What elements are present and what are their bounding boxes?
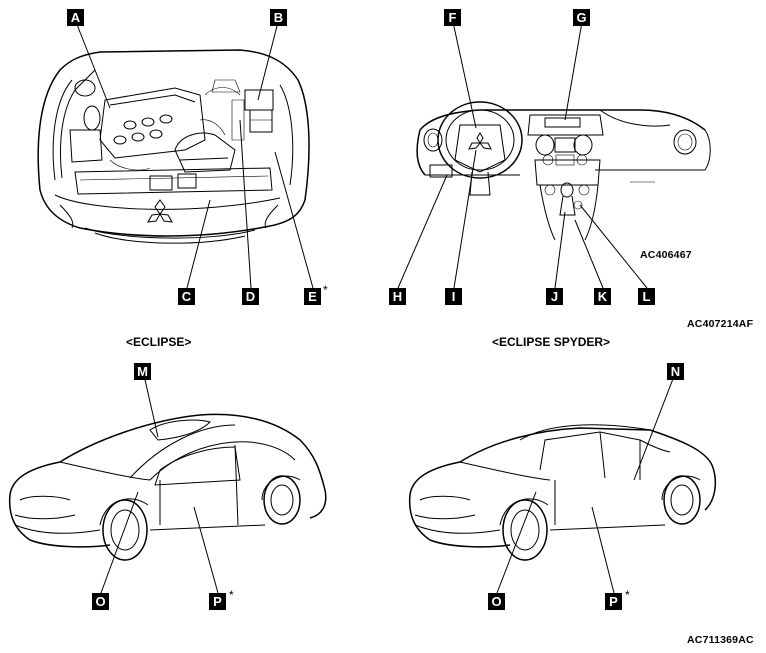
- dashboard-drawing: [416, 101, 711, 241]
- callout-n: N: [667, 363, 684, 380]
- callout-p-spyder-asterisk: *: [625, 588, 630, 602]
- callout-l: L: [638, 288, 655, 305]
- engine-bay-drawing: [37, 49, 310, 244]
- leader-lines: [75, 21, 677, 594]
- callout-a: A: [67, 9, 84, 26]
- callout-p-eclipse: P: [209, 593, 226, 610]
- callout-f: F: [444, 9, 461, 26]
- spyder-car-drawing: [408, 424, 717, 561]
- eclipse-car-drawing: [8, 413, 327, 561]
- callout-c: C: [178, 288, 195, 305]
- callout-p-eclipse-asterisk: *: [229, 588, 234, 602]
- callout-i: I: [445, 288, 462, 305]
- caption-eclipse: <ECLIPSE>: [126, 335, 192, 349]
- callout-d: D: [242, 288, 259, 305]
- callout-j: J: [546, 288, 563, 305]
- callout-h: H: [389, 288, 406, 305]
- figure-code-top: AC407214AF: [687, 318, 754, 330]
- callout-m: M: [134, 363, 151, 380]
- callout-k: K: [594, 288, 611, 305]
- callout-o-eclipse: O: [92, 593, 109, 610]
- figure-code-dashboard: AC406467: [640, 249, 692, 261]
- callout-o-spyder: O: [488, 593, 505, 610]
- callout-g: G: [573, 9, 590, 26]
- callout-b: B: [270, 9, 287, 26]
- callout-e: E: [304, 288, 321, 305]
- caption-eclipse-spyder: <ECLIPSE SPYDER>: [492, 335, 611, 349]
- figure-code-bottom: AC711369AC: [687, 634, 754, 646]
- callout-e-asterisk: *: [323, 283, 328, 297]
- callout-p-spyder: P: [605, 593, 622, 610]
